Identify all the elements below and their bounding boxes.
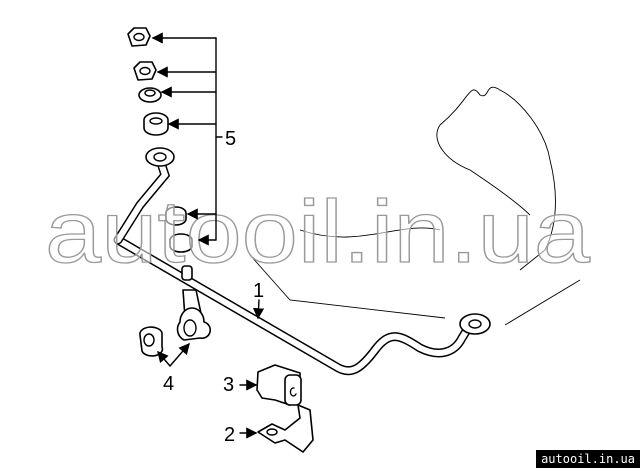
nut-lower	[133, 61, 157, 81]
watermark-text: autooil.in.ua	[45, 182, 590, 281]
callout-3: 3	[223, 374, 234, 396]
callout-5: 5	[225, 128, 236, 150]
nut-upper	[127, 27, 151, 47]
stabilizer-link	[139, 265, 212, 357]
stabilizer-bar	[113, 147, 491, 376]
leader-lines	[151, 32, 265, 439]
site-badge: autooil.in.ua	[536, 450, 640, 468]
vehicle-body-outline	[249, 86, 581, 326]
link-bushing	[139, 326, 164, 357]
bar-bushing	[256, 364, 302, 406]
bushing-bracket	[257, 404, 314, 453]
callout-4: 4	[163, 373, 174, 395]
hardware-kit	[127, 27, 193, 253]
callout-1: 1	[253, 280, 264, 302]
callout-2: 2	[224, 424, 235, 446]
